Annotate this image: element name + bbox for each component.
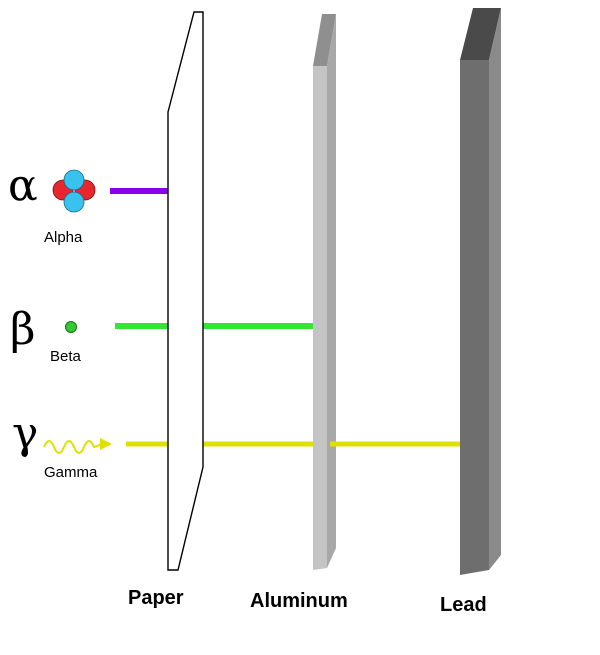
gamma-symbol: γ [12,408,38,459]
gamma-wave [43,440,103,454]
lead-label: Lead [440,594,487,616]
helium-nucleus-icon [52,169,96,213]
aluminum-barrier [313,14,336,570]
paper-label: Paper [128,587,184,609]
aluminum-top-face [313,14,336,66]
lead-front-face [460,60,489,575]
lead-side-face [489,8,501,570]
aluminum-front-face [313,66,327,570]
alpha-symbol: α [8,160,38,211]
beta-label: Beta [50,348,82,365]
aluminum-label: Aluminum [250,590,348,612]
gamma-label: Gamma [44,464,98,481]
aluminum-side-face [327,14,336,568]
neutron-top [63,169,85,191]
beta-symbol: β [10,304,35,355]
paper-barrier [167,11,204,571]
electron-dot-icon [65,321,77,333]
neutron-bottom [63,191,85,213]
gamma-arrowhead [100,438,112,450]
lead-barrier [460,8,501,575]
wavy-arrow-icon [43,438,112,454]
lead-top-face [460,8,501,60]
alpha-label: Alpha [44,229,83,246]
